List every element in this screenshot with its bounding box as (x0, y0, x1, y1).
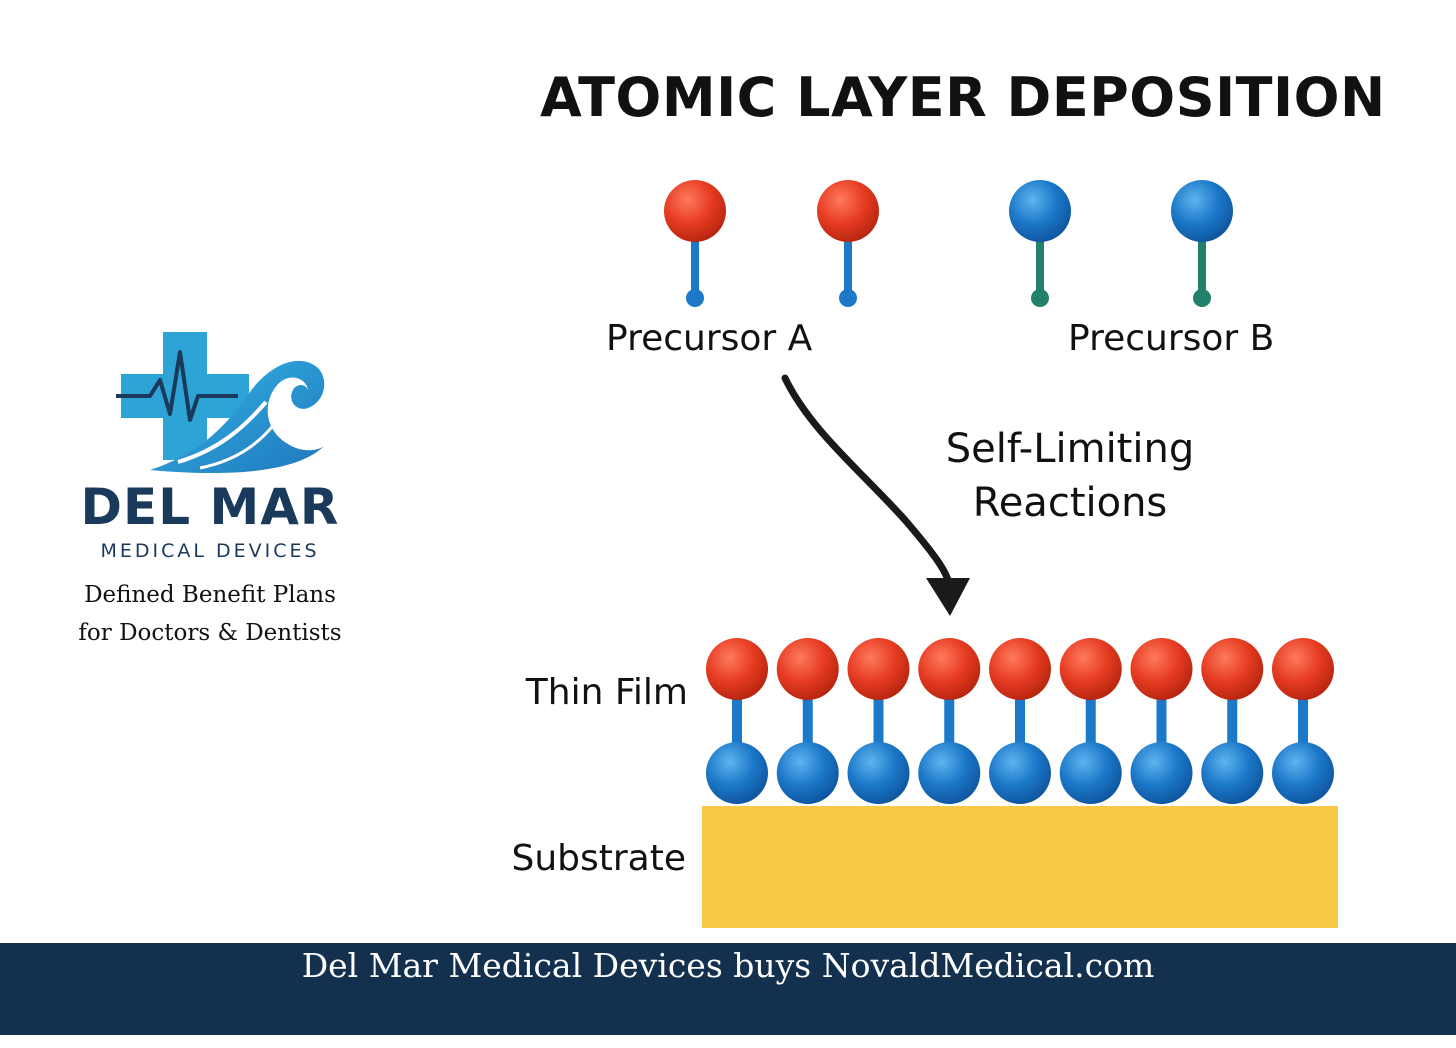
diagram-title: ATOMIC LAYER DEPOSITION (540, 66, 1386, 129)
brand-name: DEL MAR (80, 478, 340, 536)
film-top-atom (776, 638, 839, 700)
precursor-a-stem-end (839, 289, 857, 307)
reaction-arrowhead (926, 578, 970, 616)
reaction-arrow (781, 374, 954, 594)
film-bottom-atom (1130, 742, 1193, 804)
reaction-label-line-2: Reactions (972, 480, 1168, 526)
film-top-atom (918, 638, 981, 700)
substrate-layer (702, 806, 1338, 928)
film-bottom-atom (1201, 742, 1264, 804)
film-bottom-atom (1059, 742, 1122, 804)
footer-text: Del Mar Medical Devices buys NovaldMedic… (301, 946, 1155, 985)
precursor-b-stem-end (1193, 289, 1211, 307)
film-bottom-atom (918, 742, 981, 804)
tagline-line-1: Defined Benefit Plans (84, 582, 336, 608)
precursor-a-molecule (664, 180, 726, 242)
film-bottom-atom (776, 742, 839, 804)
film-top-atom (847, 638, 910, 700)
heartbeat-line (116, 350, 238, 422)
precursor-a-label: Precursor A (606, 318, 813, 359)
film-bottom-atom (989, 742, 1051, 804)
film-top-atom (1130, 638, 1193, 700)
film-bottom-atom (847, 742, 910, 804)
precursor-b-molecule (1009, 180, 1071, 242)
footer-banner (0, 943, 1456, 1035)
brand-subname: MEDICAL DEVICES (100, 540, 320, 562)
reaction-label: Self-Limiting Reactions (900, 422, 1240, 530)
film-top-atom (1272, 638, 1334, 700)
reaction-label-line-1: Self-Limiting (945, 426, 1195, 472)
thin-film-label: Thin Film (525, 672, 688, 713)
precursor-a-molecule (817, 180, 879, 242)
film-top-atom (1201, 638, 1264, 700)
film-bottom-atom (1272, 742, 1334, 804)
brand-tagline: Defined Benefit Plans for Doctors & Dent… (40, 576, 380, 652)
precursor-b-label: Precursor B (1068, 318, 1275, 359)
film-top-atom (706, 638, 768, 700)
precursor-a-stem-end (686, 289, 704, 307)
substrate-label: Substrate (511, 838, 686, 879)
wave-highlight (177, 400, 268, 464)
film-bottom-atom (706, 742, 768, 804)
film-top-atom (1059, 638, 1122, 700)
precursor-b-stem-end (1031, 289, 1049, 307)
precursor-b-molecule (1171, 180, 1233, 242)
wave-shape (150, 360, 325, 473)
tagline-line-2: for Doctors & Dentists (78, 620, 342, 646)
film-top-atom (989, 638, 1051, 700)
wave-highlight-2 (199, 421, 278, 470)
